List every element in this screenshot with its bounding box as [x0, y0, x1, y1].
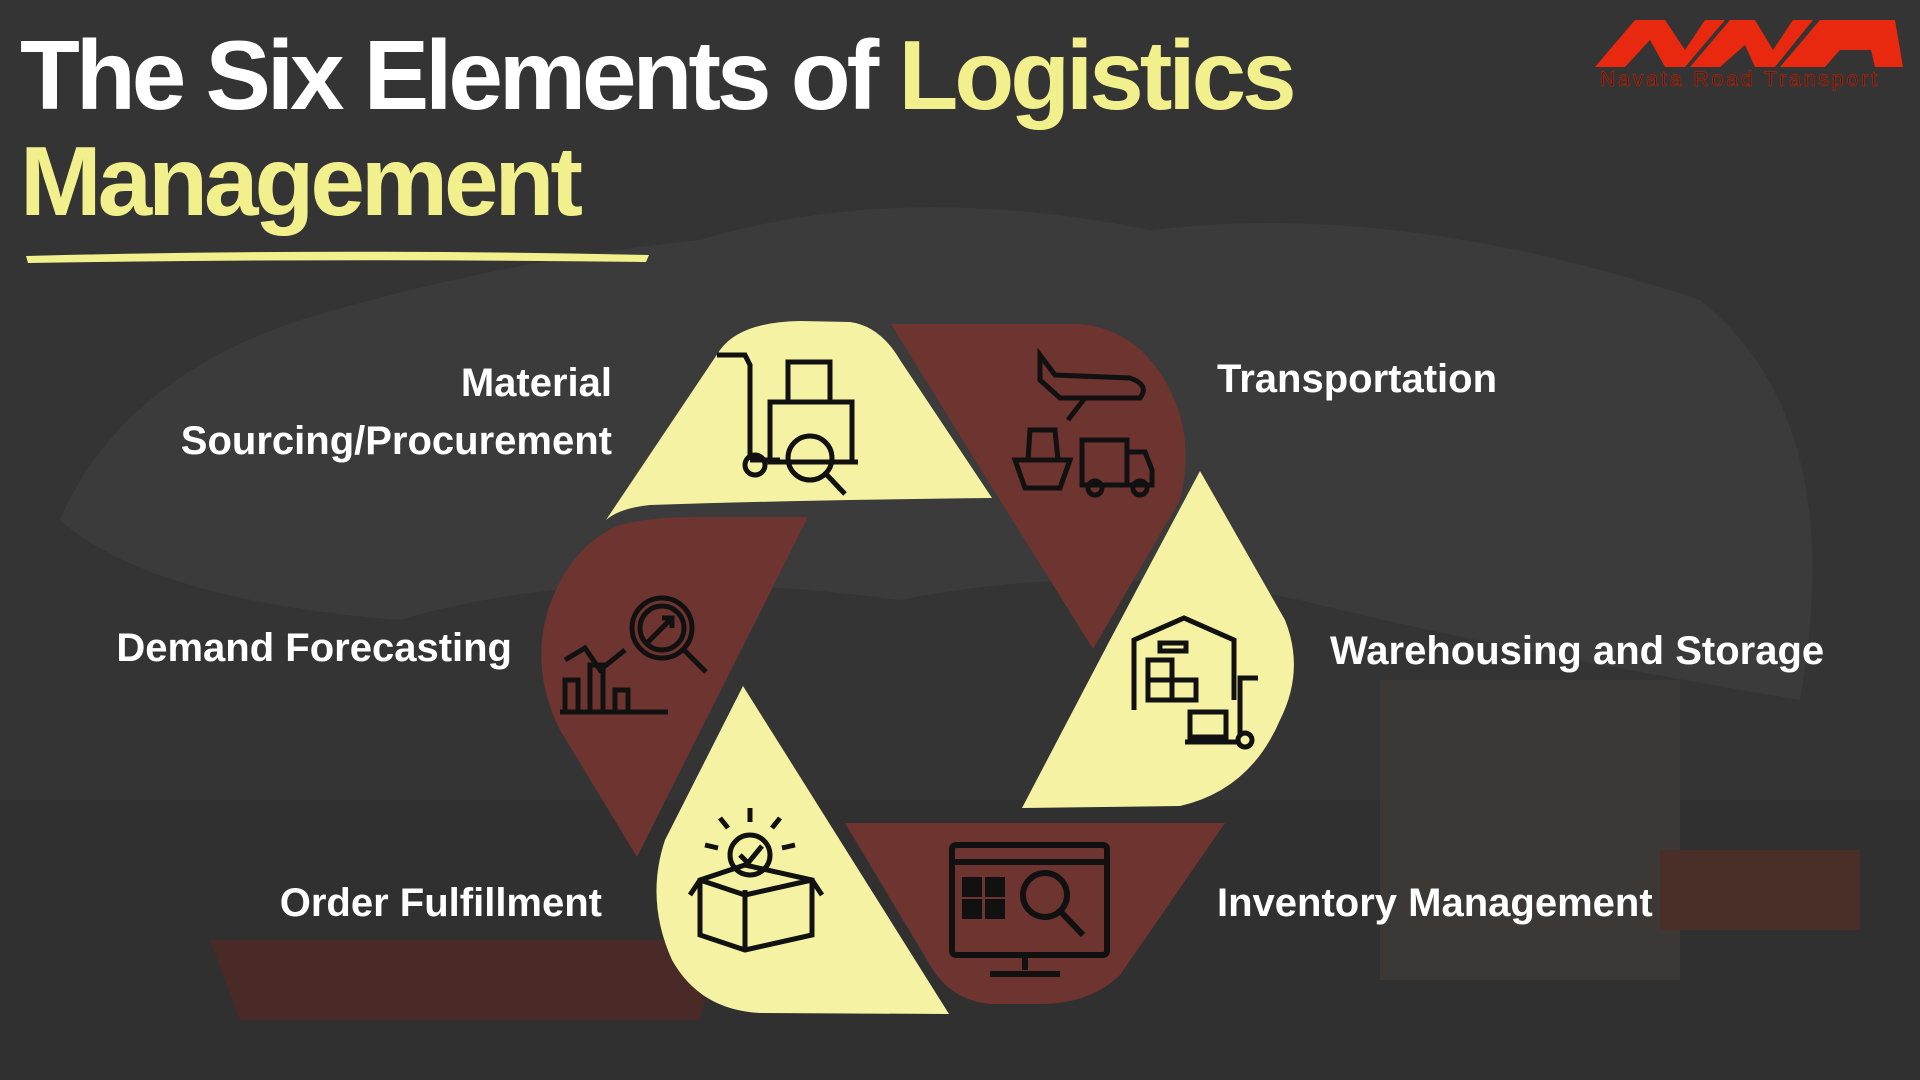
navata-logo — [1595, 20, 1903, 67]
warehouse-icon — [1131, 615, 1258, 750]
title-highlight-line2: Management — [20, 126, 583, 236]
trolley-boxes-search-icon — [717, 352, 858, 496]
logo-subtitle: Navata Road Transport — [1599, 68, 1881, 92]
box-checkmark-icon — [687, 808, 825, 953]
petal-procurement — [606, 321, 992, 520]
label-line: Material — [460, 361, 612, 405]
label-order-fulfillment: Order Fulfillment — [279, 881, 602, 925]
monitor-inventory-search-icon — [949, 842, 1110, 977]
title-highlight-part: Logistics — [898, 20, 1296, 130]
chart-search-icon — [560, 595, 708, 715]
label-warehousing: Warehousing and Storage — [1330, 629, 1825, 673]
label-transportation: Transportation — [1217, 357, 1498, 401]
plane-ship-truck-icon — [1011, 347, 1155, 498]
title-underline-brush — [26, 251, 649, 263]
label-demand-forecasting: Demand Forecasting — [116, 626, 512, 670]
title-white-part: The Six Elements of — [20, 20, 899, 130]
label-material-sourcing: Material Sourcing/Procurement — [181, 354, 612, 470]
label-line: Sourcing/Procurement — [180, 419, 612, 463]
label-inventory: Inventory Management — [1217, 881, 1653, 925]
petal-demand — [541, 517, 808, 857]
petal-order — [656, 686, 949, 1014]
